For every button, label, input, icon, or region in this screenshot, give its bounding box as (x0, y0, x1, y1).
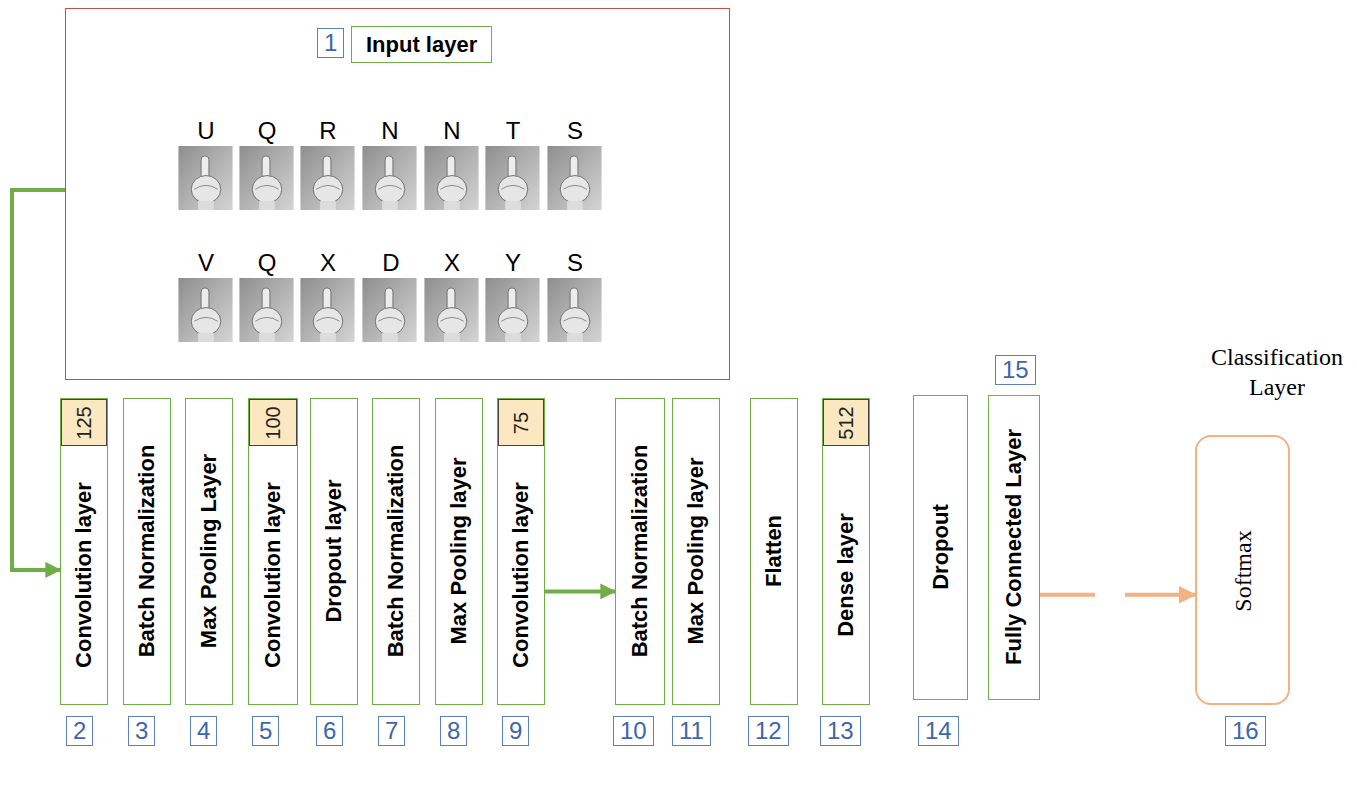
filter-count-tag: 512 (823, 399, 869, 446)
hand-sign-photo (485, 146, 539, 210)
layer-name: Max Pooling layer (684, 457, 708, 644)
callout-number: 10 (613, 716, 654, 746)
cnn-layer-box: Dropout layer (310, 398, 358, 705)
cnn-layer-box: Fully Connected Layer (988, 395, 1040, 700)
cnn-layer-box: Dropout (913, 395, 968, 700)
layer-name: Batch Normalization (628, 445, 652, 658)
sign-letter: D (382, 251, 399, 275)
cnn-layer-box: 512Dense layer (822, 398, 870, 705)
layer-name: Softmax (1229, 530, 1255, 611)
hand-sign-photo (178, 146, 232, 210)
hand-sign-photo (300, 146, 354, 210)
flow-arrow (545, 589, 615, 593)
hand-sign-photo (300, 278, 354, 342)
sign-letter: S (567, 251, 583, 275)
callout-number: 13 (820, 716, 861, 746)
hand-sign-photo (547, 146, 601, 210)
callout-number: 7 (378, 716, 405, 746)
hand-sign-photo (362, 278, 416, 342)
hand-sign-photo (485, 278, 539, 342)
cnn-layer-box: 100Convolution layer (248, 398, 298, 705)
sign-letter: S (567, 119, 583, 143)
callout-number: 12 (748, 716, 789, 746)
callout-number: 1 (317, 28, 344, 58)
hand-sign-photo (424, 278, 478, 342)
layer-name: Dropout (928, 504, 952, 590)
callout-number: 2 (66, 716, 93, 746)
callout-number: 4 (190, 716, 217, 746)
cnn-layer-box: Batch Normalization (372, 398, 420, 705)
hand-sign-photo (178, 278, 232, 342)
callout-number: 9 (502, 716, 529, 746)
sign-letter: Y (505, 251, 521, 275)
sign-letter: U (197, 119, 214, 143)
layer-name: Dropout layer (322, 479, 346, 622)
layer-name: Fully Connected Layer (1002, 429, 1026, 665)
sign-letter: Q (258, 251, 277, 275)
layer-name: Dense layer (834, 513, 858, 637)
callout-number: 14 (918, 716, 959, 746)
flow-arrow (12, 190, 65, 570)
input-title-box: Input layer (351, 26, 492, 63)
cnn-layer-box: 75Convolution layer (497, 398, 545, 705)
callout-number: 3 (128, 716, 155, 746)
sign-letter: R (319, 119, 336, 143)
filter-count-tag: 100 (249, 399, 297, 446)
sign-letter: Q (258, 119, 277, 143)
hand-sign-photo (424, 146, 478, 210)
callout-number: 6 (316, 716, 343, 746)
cnn-layer-box: 125Convolution layer (60, 398, 108, 705)
softmax-box: Classification LayerSoftmax (1195, 435, 1290, 705)
layer-name: Batch Normalization (135, 445, 159, 658)
unit-count: 75 (510, 411, 532, 433)
hand-sign-photo (362, 146, 416, 210)
unit-count: 512 (835, 406, 857, 439)
filter-count-tag: 75 (498, 399, 544, 446)
cnn-layer-box: Flatten (750, 398, 798, 705)
cnn-layer-box: Max Pooling Layer (185, 398, 233, 705)
hand-sign-photo (547, 278, 601, 342)
hand-sign-photo (239, 278, 293, 342)
sign-letter: T (506, 119, 521, 143)
flow-arrow (1040, 593, 1195, 597)
cnn-layer-box: Batch Normalization (615, 398, 665, 705)
callout-number: 5 (252, 716, 279, 746)
callout-number: 8 (440, 716, 467, 746)
layer-name: Convolution layer (261, 482, 285, 668)
layer-name: Flatten (762, 515, 786, 587)
unit-count: 100 (262, 406, 284, 439)
layer-heading: Classification Layer (1202, 342, 1352, 402)
input-title: Input layer (366, 31, 477, 58)
filter-count-tag: 125 (61, 399, 107, 446)
sign-letter: X (444, 251, 460, 275)
cnn-layer-box: Batch Normalization (123, 398, 171, 705)
input-frame: U Q R N N T S V Q X D X Y S Input layer (65, 8, 730, 380)
callout-number: 11 (672, 716, 711, 746)
sign-letter: N (443, 119, 460, 143)
sign-letter: V (198, 251, 214, 275)
layer-name: Batch Normalization (384, 445, 408, 658)
callout-number: 16 (1225, 716, 1266, 746)
unit-count: 125 (73, 406, 95, 439)
sign-letter: X (320, 251, 336, 275)
layer-name: Convolution layer (72, 482, 96, 668)
layer-name: Convolution layer (509, 482, 533, 668)
layer-name: Max Pooling Layer (197, 454, 221, 648)
callout-number: 15 (995, 355, 1036, 385)
cnn-layer-box: Max Pooling layer (435, 398, 483, 705)
hand-sign-photo (239, 146, 293, 210)
cnn-layer-box: Max Pooling layer (672, 398, 720, 705)
layer-name: Max Pooling layer (447, 457, 471, 644)
sign-letter: N (381, 119, 398, 143)
